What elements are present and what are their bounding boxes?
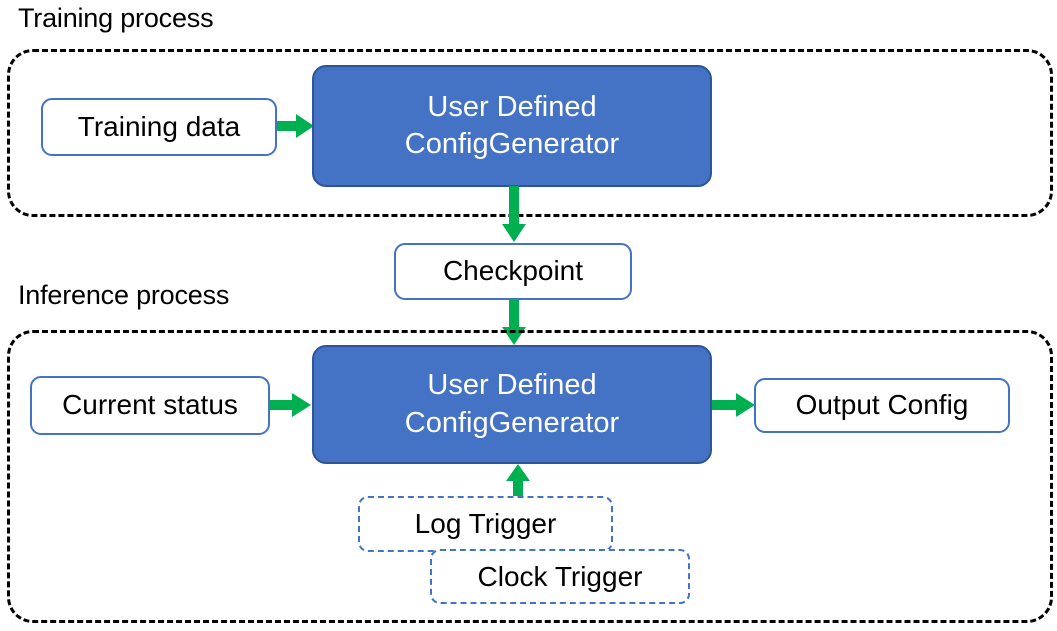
node-output-config[interactable]: Output Config — [754, 378, 1010, 433]
inference-generator-line2: ConfigGenerator — [404, 406, 620, 439]
training-generator-line2: ConfigGenerator — [404, 128, 620, 160]
training-process-group — [7, 49, 1053, 217]
node-training-config-generator[interactable]: User Defined ConfigGenerator — [312, 65, 712, 187]
inference-process-label: Inference process — [18, 280, 230, 310]
arrow-current-status-to-generator — [270, 391, 314, 419]
arrow-triggers-to-generator — [504, 464, 532, 504]
node-inference-config-generator[interactable]: User Defined ConfigGenerator — [312, 345, 712, 464]
node-clock-trigger[interactable]: Clock Trigger — [430, 549, 690, 604]
node-log-trigger[interactable]: Log Trigger — [358, 496, 613, 552]
arrow-checkpoint-to-generator — [500, 299, 528, 347]
node-checkpoint[interactable]: Checkpoint — [394, 243, 632, 300]
arrow-generator-to-checkpoint — [500, 186, 528, 244]
inference-generator-line1: User Defined — [427, 369, 597, 402]
arrow-generator-to-output-config — [712, 391, 758, 419]
training-process-label: Training process — [18, 3, 214, 33]
node-training-data[interactable]: Training data — [41, 98, 277, 156]
training-generator-line1: User Defined — [427, 90, 597, 123]
inference-process-group — [7, 330, 1053, 623]
arrow-training-data-to-generator — [277, 112, 317, 140]
node-current-status[interactable]: Current status — [30, 376, 270, 435]
